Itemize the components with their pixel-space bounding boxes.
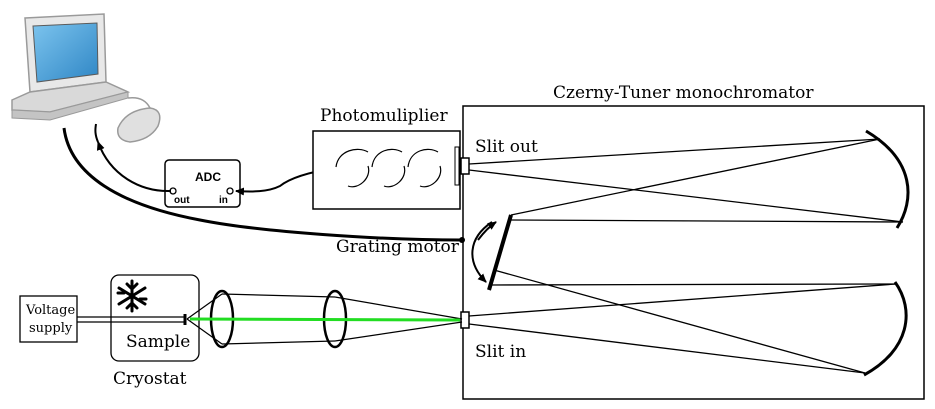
computer-icon — [11, 13, 161, 143]
cryostat-label: Cryostat — [113, 369, 187, 389]
beam-envelope — [186, 293, 463, 345]
laser-beam — [189, 317, 461, 322]
computer-cable-back — [94, 123, 99, 143]
grating-motor-cable — [62, 127, 463, 242]
slit-out — [460, 157, 470, 175]
monochromator-rays — [468, 138, 904, 374]
slit-in — [460, 311, 470, 329]
adc-box — [164, 159, 241, 208]
dynode-curves — [335, 148, 442, 188]
adc-in-terminal — [226, 187, 234, 195]
photomultiplier-box — [312, 130, 461, 210]
sample-label: Sample — [126, 332, 190, 352]
voltage-supply-label-line1: Voltage — [25, 303, 75, 318]
photomultiplier-label: Photomuliplier — [320, 106, 448, 126]
top-mirror — [865, 129, 910, 229]
adc-out-label: out — [174, 195, 190, 206]
grating-motor-label: Grating motor — [336, 237, 460, 257]
adc-in-label: in — [219, 195, 228, 206]
snowflake-icon — [116, 279, 148, 313]
grating-motor-rotation-arrow — [471, 221, 493, 283]
adc-to-computer-arrow — [96, 141, 172, 193]
monochromator-label: Czerny-Tuner monochromator — [553, 83, 814, 103]
slit-out-label: Slit out — [475, 137, 538, 157]
photomultiplier-window — [454, 146, 460, 186]
adc-label: ADC — [195, 170, 221, 184]
monochromator-box — [462, 105, 925, 400]
slit-in-label: Slit in — [475, 342, 526, 362]
voltage-supply-box — [19, 295, 78, 343]
diffraction-grating — [487, 214, 513, 291]
grating-motor-rotation-arrow-back — [477, 221, 497, 241]
voltage-supply-label-line2: supply — [29, 321, 73, 336]
bottom-mirror — [863, 281, 908, 377]
grating-motor-point — [459, 237, 465, 243]
